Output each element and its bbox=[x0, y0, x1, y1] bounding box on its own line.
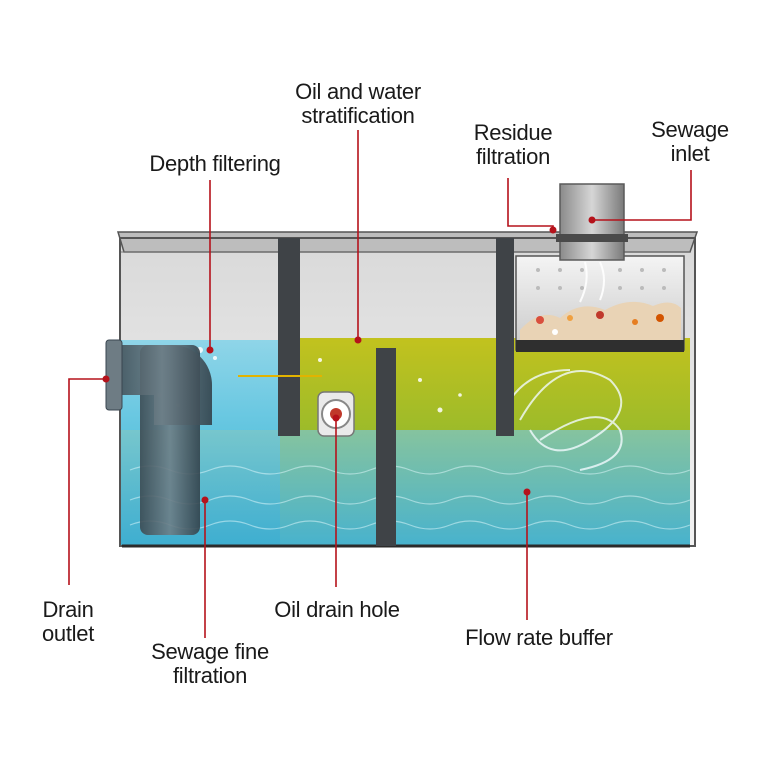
label-depth-filtering: Depth filtering bbox=[130, 152, 300, 176]
label-line: Sewage bbox=[651, 117, 729, 142]
basket-base bbox=[516, 340, 684, 352]
label-line: stratification bbox=[301, 103, 415, 128]
drain-outlet-flange bbox=[105, 339, 123, 411]
label-line: Oil drain hole bbox=[274, 597, 400, 622]
label-residue-filtration: Residue filtration bbox=[458, 121, 568, 169]
label-flow-rate-buffer: Flow rate buffer bbox=[446, 626, 632, 650]
inlet-clamp bbox=[556, 234, 628, 242]
baffle-3 bbox=[496, 238, 514, 436]
residue-debris bbox=[520, 301, 681, 340]
leader-lines bbox=[68, 130, 692, 638]
leader-sewage-inlet bbox=[592, 170, 692, 221]
label-line: Oil and water bbox=[295, 79, 421, 104]
inlet-water-splash bbox=[575, 111, 607, 303]
drain-pipe-elbow bbox=[112, 345, 212, 425]
label-line: Drain bbox=[42, 597, 94, 622]
baffle-1 bbox=[278, 238, 300, 436]
label-line: inlet bbox=[670, 141, 710, 166]
label-oil-water-stratification: Oil and water stratification bbox=[268, 80, 448, 128]
label-sewage-fine-filtration: Sewage fine filtration bbox=[136, 640, 284, 688]
water-bottom-layer bbox=[120, 430, 690, 546]
label-line: Residue bbox=[473, 120, 553, 145]
label-drain-outlet: Drain outlet bbox=[22, 598, 114, 646]
basket-holes bbox=[536, 268, 666, 290]
label-sewage-inlet: Sewage inlet bbox=[640, 118, 740, 166]
baffle-2 bbox=[376, 348, 396, 546]
label-line: filtration bbox=[172, 663, 248, 688]
label-line: filtration bbox=[475, 144, 551, 169]
water-ripples bbox=[129, 465, 691, 530]
label-line: Sewage fine bbox=[151, 639, 269, 664]
label-line: Flow rate buffer bbox=[465, 625, 613, 650]
label-oil-drain-hole: Oil drain hole bbox=[262, 598, 412, 622]
label-line: outlet bbox=[41, 621, 95, 646]
leader-dots bbox=[102, 216, 596, 504]
leader-residue bbox=[507, 178, 554, 230]
label-line: Depth filtering bbox=[149, 151, 281, 176]
leader-drain-outlet bbox=[68, 378, 106, 585]
